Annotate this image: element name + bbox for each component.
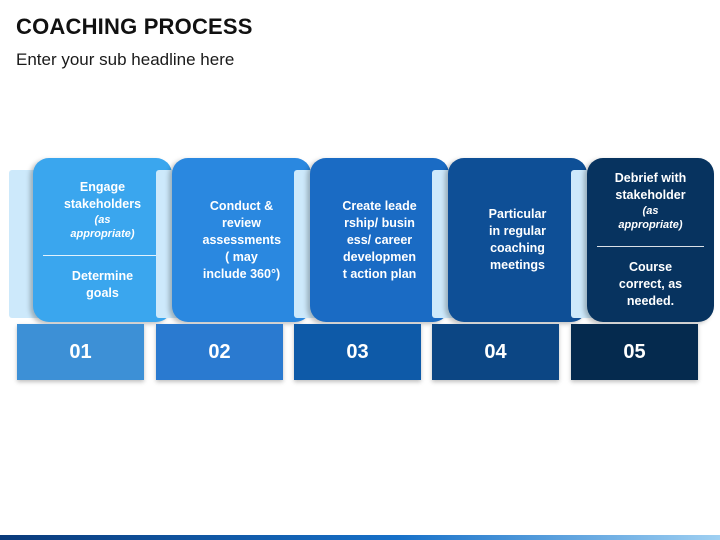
step-card: Engage stakeholders (as appropriate) Det… bbox=[33, 158, 172, 322]
step-text: Debrief with stakeholder bbox=[614, 171, 687, 202]
step-number-box: 04 bbox=[432, 324, 559, 380]
process-step-2: Conduct & review assessments ( may inclu… bbox=[156, 158, 311, 384]
step-number: 01 bbox=[69, 340, 92, 363]
process-step-3: Create leadership/ business/ career deve… bbox=[294, 158, 449, 384]
step-text: Create leadership/ business/ career deve… bbox=[342, 198, 417, 281]
footer-accent-bar bbox=[0, 535, 720, 540]
step-text: Particular in regular coaching meetings bbox=[488, 207, 547, 272]
step-subtext: Course correct, as needed. bbox=[618, 260, 683, 308]
step-number-box: 01 bbox=[17, 324, 144, 380]
step-number: 05 bbox=[623, 340, 646, 363]
step-number: 03 bbox=[346, 340, 369, 363]
step-divider bbox=[43, 254, 162, 256]
step-divider bbox=[597, 246, 704, 247]
step-number-box: 03 bbox=[294, 324, 421, 380]
step-note: (as appropriate) bbox=[618, 205, 683, 231]
step-number-box: 05 bbox=[571, 324, 698, 380]
step-card: Debrief with stakeholder (as appropriate… bbox=[587, 158, 714, 322]
step-card: Conduct & review assessments ( may inclu… bbox=[172, 158, 311, 322]
process-step-4: Particular in regular coaching meetings … bbox=[432, 158, 587, 384]
step-card: Create leadership/ business/ career deve… bbox=[310, 158, 449, 322]
step-number-box: 02 bbox=[156, 324, 283, 380]
step-card: Particular in regular coaching meetings bbox=[448, 158, 587, 322]
step-note: (as appropriate) bbox=[70, 213, 135, 240]
page-title: COACHING PROCESS bbox=[16, 14, 253, 39]
step-text: Conduct & review assessments ( may inclu… bbox=[202, 198, 282, 281]
process-step-1: Engage stakeholders (as appropriate) Det… bbox=[9, 158, 172, 384]
step-text: Engage stakeholders bbox=[63, 179, 142, 211]
step-subtext: Determine goals bbox=[71, 268, 134, 300]
step-number: 04 bbox=[484, 340, 507, 363]
process-step-5: Debrief with stakeholder (as appropriate… bbox=[571, 158, 719, 384]
step-number: 02 bbox=[208, 340, 231, 363]
page-subtitle: Enter your sub headline here bbox=[16, 50, 235, 69]
